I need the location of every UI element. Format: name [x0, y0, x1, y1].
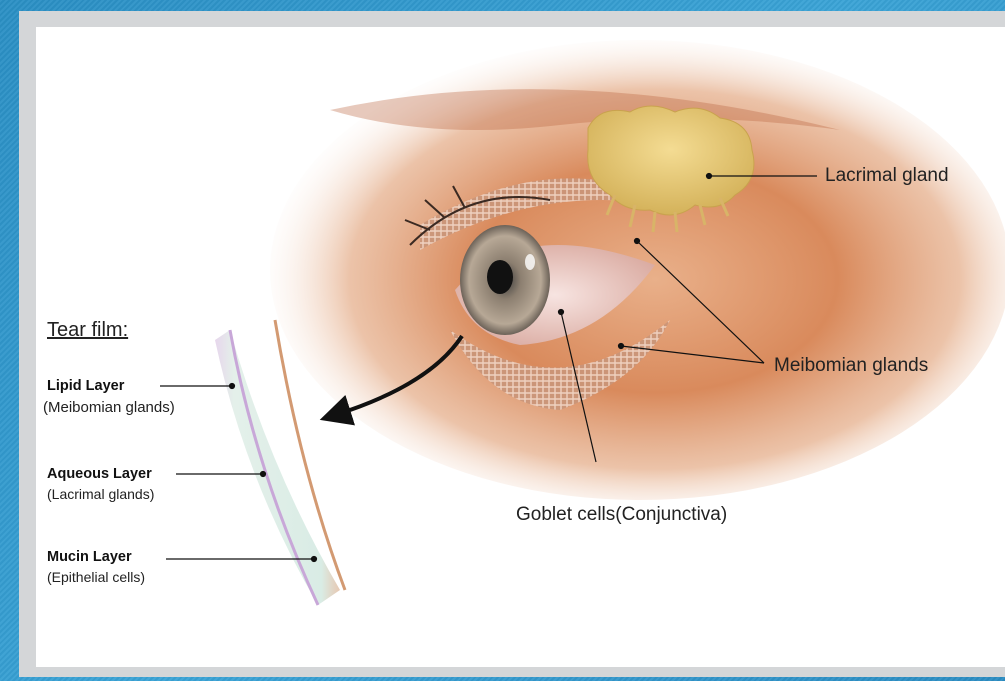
- eye-highlight: [525, 254, 535, 270]
- mucin-layer-name: Mucin Layer: [47, 549, 132, 565]
- label-goblet-cells: Goblet cells(Conjunctiva): [516, 504, 727, 526]
- aqueous-layer-name: Aqueous Layer: [47, 466, 152, 482]
- aqueous-layer-source: (Lacrimal glands): [47, 486, 154, 502]
- lipid-layer-source: (Meibomian glands): [43, 399, 175, 416]
- lipid-layer-name: Lipid Layer: [47, 378, 124, 394]
- pupil: [487, 260, 513, 294]
- label-meibomian-glands: Meibomian glands: [774, 355, 928, 377]
- tear-film-heading: Tear film:: [47, 319, 128, 342]
- label-lacrimal-gland: Lacrimal gland: [825, 165, 949, 187]
- mucin-layer-source: (Epithelial cells): [47, 569, 145, 585]
